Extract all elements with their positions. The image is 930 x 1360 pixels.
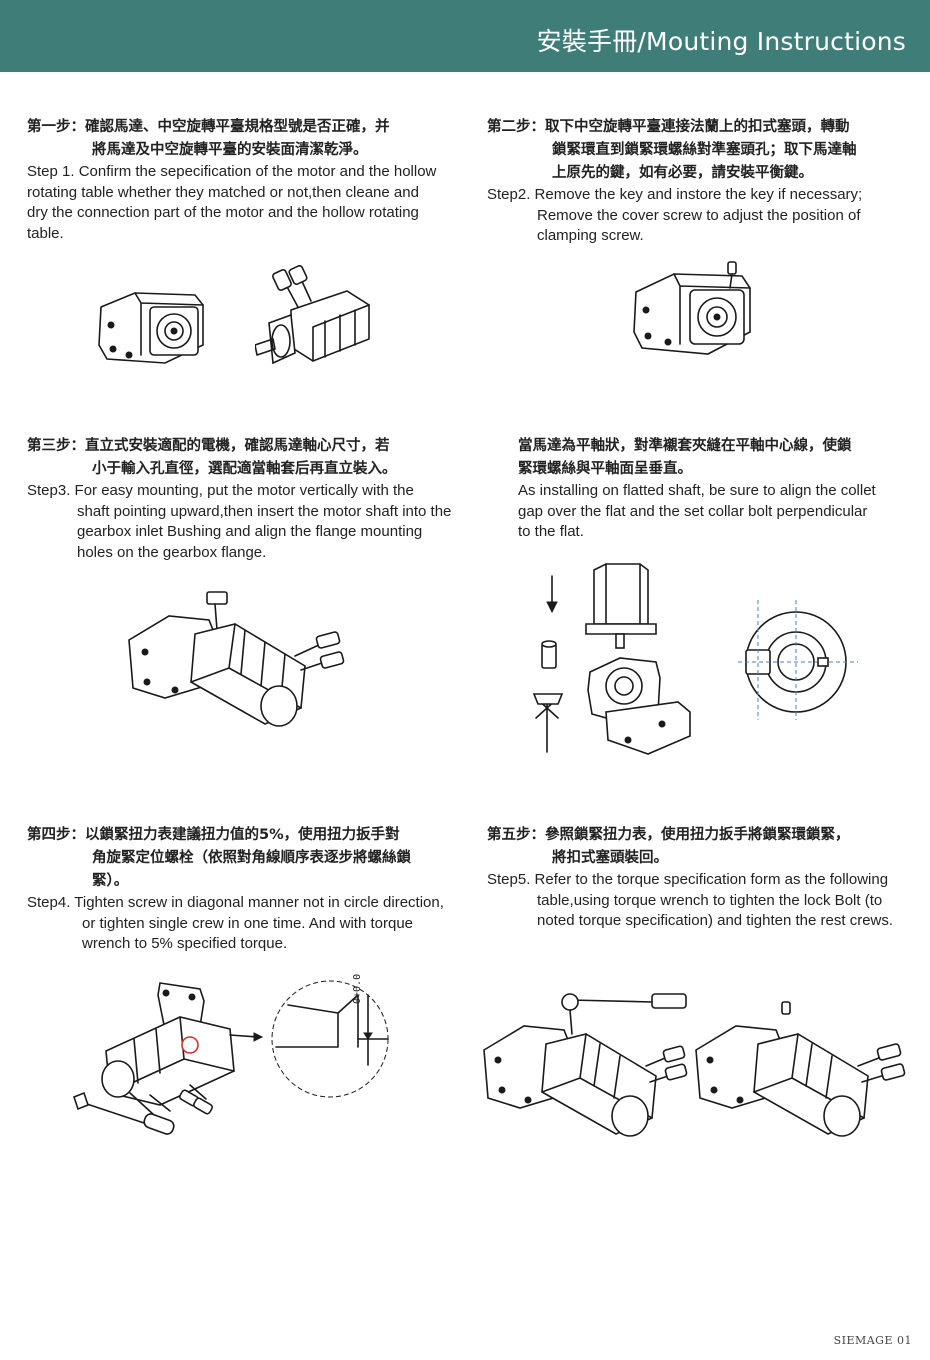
completed-assembly-illustration bbox=[695, 1001, 906, 1137]
step2-en-label: Step2. bbox=[487, 186, 531, 203]
step2-zh-line2: 鎖緊環直到鎖緊環螺絲對準塞頭孔；取下馬達軸 bbox=[552, 142, 857, 158]
flat-shaft-en-line1: As installing on flatted shaft, be sure … bbox=[518, 482, 876, 499]
flat-shaft-zh-line1: 當馬達為平軸狀，對準襯套夾縫在平軸中心線，使鎖 bbox=[518, 438, 852, 454]
motor-gearbox-assembly-illustration bbox=[128, 591, 345, 727]
step5-en-line1: Refer to the torque specification form a… bbox=[534, 871, 889, 888]
step2-zh-line1: 取下中空旋轉平臺連接法蘭上的扣式塞頭，轉動 bbox=[545, 119, 850, 135]
step4-zh-label: 第四步： bbox=[27, 827, 85, 843]
step1-en-line1: Step 1. Confirm the sepecification of th… bbox=[27, 163, 437, 180]
step3-zh-label: 第三步： bbox=[27, 438, 85, 454]
step1-en-line3: dry the connection part of the motor and… bbox=[27, 204, 419, 221]
step2-text: 第二步：取下中空旋轉平臺連接法蘭上的扣式塞頭，轉動 鎖緊環直到鎖緊環螺絲對準塞頭… bbox=[487, 116, 907, 247]
step4-en-line2: or tighten single crew in one time. And … bbox=[82, 914, 414, 932]
step2-en-line1: Remove the key and instore the key if ne… bbox=[534, 186, 863, 203]
torque-wrench-assembly-illustration bbox=[483, 993, 688, 1137]
step3-zh-line1: 直立式安裝適配的電機，確認馬達軸心尺寸，若 bbox=[85, 438, 390, 454]
tolerance-label: 0+0.0 bbox=[352, 973, 363, 1004]
servo-motor-illustration bbox=[255, 265, 370, 365]
step1-text: 第一步：確認馬達、中空旋轉平臺規格型號是否正確，并 將馬達及中空旋轉平臺的安裝面… bbox=[27, 116, 457, 244]
step5-text: 第五步：參照鎖緊扭力表，使用扭力扳手將鎖緊環鎖緊， 將扣式塞頭裝回。 Step5… bbox=[487, 824, 907, 932]
step5-zh-line1: 參照鎖緊扭力表，使用扭力扳手將鎖緊環鎖緊， bbox=[545, 827, 850, 843]
step3-en-line3: gearbox inlet Bushing and align the flan… bbox=[77, 523, 423, 540]
step5-en-line3: noted torque specification) and tighten … bbox=[537, 912, 894, 929]
step1-zh-label: 第一步： bbox=[27, 119, 85, 135]
tolerance-detail-diagram bbox=[271, 980, 389, 1098]
step4-en-line1: Tighten screw in diagonal manner not in … bbox=[74, 894, 444, 911]
step4-text: 第四步：以鎖緊扭力表建議扭力值的5%，使用扭力扳手對 角旋緊定位螺栓（依照對角線… bbox=[27, 824, 457, 955]
page-footer: SIEMAGE 01 bbox=[833, 1334, 912, 1347]
step3-en-line1: For easy mounting, put the motor vertica… bbox=[74, 482, 414, 499]
step4-en-label: Step4. bbox=[27, 894, 71, 911]
diagonal-tightening-illustration bbox=[73, 982, 264, 1135]
flat-shaft-text: 當馬達為平軸狀，對準襯套夾縫在平軸中心線，使鎖 緊環螺絲與平軸面呈垂直。 As … bbox=[518, 435, 918, 543]
step4-zh-line2: 角旋緊定位螺栓（依照對角線順序表逐步將螺絲鎖 bbox=[92, 850, 411, 866]
step2-en-line3: clamping screw. bbox=[537, 227, 644, 244]
flat-shaft-en-line2: gap over the flat and the set collar bol… bbox=[518, 502, 868, 520]
step2-zh-line3: 上原先的鍵，如有必要，請安裝平衡鍵。 bbox=[552, 165, 813, 181]
step5-zh-label: 第五步： bbox=[487, 827, 545, 843]
step5-zh-line2: 將扣式塞頭裝回。 bbox=[552, 850, 668, 866]
step3-en-line2: shaft pointing upward,then insert the mo… bbox=[77, 502, 452, 520]
page-header: 安裝手冊/Mouting Instructions bbox=[0, 0, 930, 72]
step4-zh-line1: 以鎖緊扭力表建議扭力值的5%，使用扭力扳手對 bbox=[85, 827, 400, 843]
flat-shaft-en-line3: to the flat. bbox=[518, 523, 584, 540]
step1-en-line4: table. bbox=[27, 224, 64, 242]
page-title: 安裝手冊/Mouting Instructions bbox=[536, 27, 906, 56]
step3-en-label: Step3. bbox=[27, 482, 71, 499]
step2-zh-label: 第二步： bbox=[487, 119, 545, 135]
step4-en-line3: wrench to 5% specified torque. bbox=[82, 935, 288, 952]
collet-alignment-diagram bbox=[738, 600, 858, 720]
step4-zh-line3: 緊）。 bbox=[92, 873, 129, 889]
step1-zh-line2: 將馬達及中空旋轉平臺的安裝面清潔乾淨。 bbox=[92, 142, 368, 158]
step1-en-line2: rotating table whether they matched or n… bbox=[27, 183, 419, 201]
step5-en-line2: table,using torque wrench to tighten the… bbox=[537, 891, 883, 909]
step3-zh-line2: 小于輸入孔直徑，選配適當軸套后再直立裝入。 bbox=[92, 461, 397, 477]
flat-shaft-exploded-illustration bbox=[532, 563, 691, 755]
step5-en-label: Step5. bbox=[487, 871, 531, 888]
gearbox-plug-illustration bbox=[633, 261, 751, 355]
step2-en-line2: Remove the cover screw to adjust the pos… bbox=[537, 206, 861, 224]
step3-en-line4: holes on the gearbox flange. bbox=[77, 543, 267, 561]
flat-shaft-zh-line2: 緊環螺絲與平軸面呈垂直。 bbox=[518, 461, 692, 477]
gearbox-illustration bbox=[98, 292, 204, 364]
step1-zh-line1: 確認馬達、中空旋轉平臺規格型號是否正確，并 bbox=[85, 119, 390, 135]
step3-text: 第三步：直立式安裝適配的電機，確認馬達軸心尺寸，若 小于輸入孔直徑，選配適當軸套… bbox=[27, 435, 457, 563]
